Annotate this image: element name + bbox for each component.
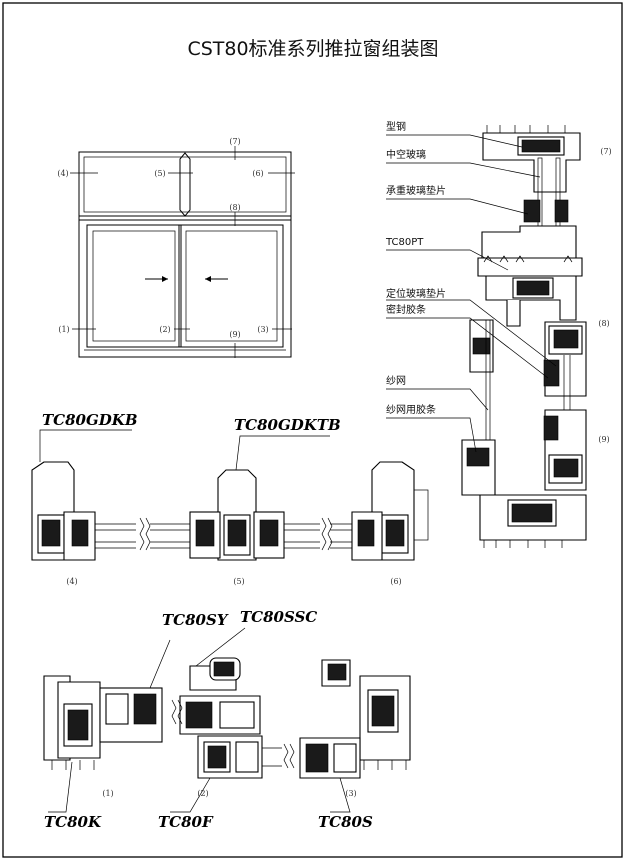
model-tc80s: TC80S (318, 813, 373, 831)
section-ref-2: (2) (197, 789, 208, 798)
ref-label-6: (6) (252, 169, 263, 178)
horizontal-section-4-5-6 (31, 429, 429, 561)
ref-label-9: (9) (229, 330, 240, 339)
model-tc80sy: TC80SY (162, 611, 229, 629)
drawing-title: CST80标准系列推拉窗组装图 (187, 38, 438, 60)
section-ref-8: (8) (598, 319, 609, 328)
section-ref-1: (1) (102, 789, 113, 798)
model-tc80f: TC80F (158, 813, 214, 831)
ref-label-8: (8) (229, 203, 240, 212)
section-ref-7: (7) (600, 147, 611, 156)
section-ref-4: (4) (66, 577, 77, 586)
ref-label-1: (1) (58, 325, 69, 334)
horizontal-section-1-2-3 (43, 627, 411, 813)
ref-label-4: (4) (57, 169, 68, 178)
label-steel: 型钢 (386, 120, 406, 133)
model-tc80gdkb: TC80GDKB (42, 411, 138, 429)
window-elevation (70, 146, 295, 358)
section-ref-9: (9) (598, 435, 609, 444)
section-ref-3: (3) (345, 789, 356, 798)
label-screen: 纱网 (386, 375, 406, 387)
label-tc80pt: TC80PT (385, 237, 424, 248)
model-tc80gdktb: TC80GDKTB (234, 416, 341, 434)
ref-label-2: (2) (159, 325, 170, 334)
section-ref-5: (5) (233, 577, 244, 586)
ref-label-3: (3) (257, 325, 268, 334)
ref-label-5: (5) (154, 169, 165, 178)
model-tc80ssc: TC80SSC (240, 608, 317, 626)
section-ref-6: (6) (390, 577, 401, 586)
vertical-section-drawing (386, 125, 587, 548)
label-hollow-glass: 中空玻璃 (386, 148, 426, 161)
ref-label-7: (7) (229, 137, 240, 146)
model-tc80k: TC80K (44, 813, 102, 831)
label-screen-strip: 纱网用胶条 (386, 403, 436, 416)
label-seal-strip: 密封胶条 (386, 303, 426, 316)
label-positioning-pad: 定位玻璃垫片 (386, 287, 446, 300)
label-bearing-pad: 承重玻璃垫片 (386, 184, 446, 197)
